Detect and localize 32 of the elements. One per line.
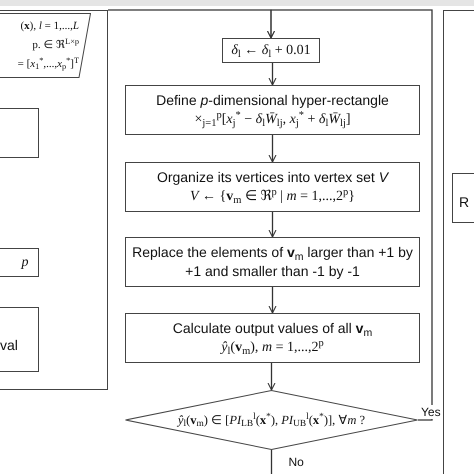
arrow: [268, 135, 277, 163]
step-text: Calculate output values of all v$_{m}$: [172, 319, 374, 338]
step-text: δ$_{l}$ ← δ$_{l}$ + 0.01: [231, 42, 311, 61]
step-text: Replace the elements of v$_{m}$ larger than +1 by +1 and smaller than -1 by -1: [131, 243, 414, 281]
panel-box: [0, 10, 108, 390]
process-box: [125, 85, 420, 135]
arrow: [268, 287, 277, 314]
formula-text: V ← {v$_{m}$ ∈ ℜ$^{p}$ | m = 1,...,2$^{p}$}: [188, 187, 356, 206]
formula-text: ŷ$_{l}$(v$_{m}$), m = 1,...,2$^{p}$: [219, 338, 325, 357]
process-box: [222, 38, 320, 63]
edge-label: No: [288, 455, 305, 469]
process-box: [125, 237, 420, 287]
arrow: [268, 63, 277, 86]
step-text: R: [458, 192, 470, 212]
formula-text: ×$_{j=1}$$^{p}$[x$_{j}$$^{*}$ − δ$_{l}$W̄$_{lj}$, x$_{j}$$^{*}$ + δ$_{l}$W̄$_{lj}$]: [193, 110, 352, 129]
formula-text: p. ∈ ℜ$^{L×p}$: [32, 36, 80, 53]
step-text: Organize its vertices into vertex set V: [156, 168, 390, 187]
arrow: [108, 9, 276, 39]
arrow: [267, 363, 276, 391]
step-text: p: [20, 254, 28, 272]
formula-text: = [x$_{1}$$^{*}$,...,x$_{p}$$^{*}$]$^{T}$: [18, 55, 80, 74]
edge-label: Yes: [420, 405, 442, 419]
process-box: [0, 108, 39, 158]
process-box: [0, 248, 39, 277]
process-box: [125, 162, 420, 212]
process-box: [125, 313, 420, 363]
step-text: ŷ$_{l}$(v$_{m}$) ∈ [PI$_{LB}$$^{l}$(x$^{*}$), PI$_{UB}$$^{l}$(x$^{*}$)], ∀m ?: [178, 410, 366, 430]
process-box: [0, 307, 39, 372]
step-text: (x), l = 1,...,L: [20, 19, 80, 34]
step-text: Define p-dimensional hyper-rectangle: [155, 91, 390, 110]
step-text: val: [0, 336, 18, 355]
arrow: [268, 212, 277, 238]
